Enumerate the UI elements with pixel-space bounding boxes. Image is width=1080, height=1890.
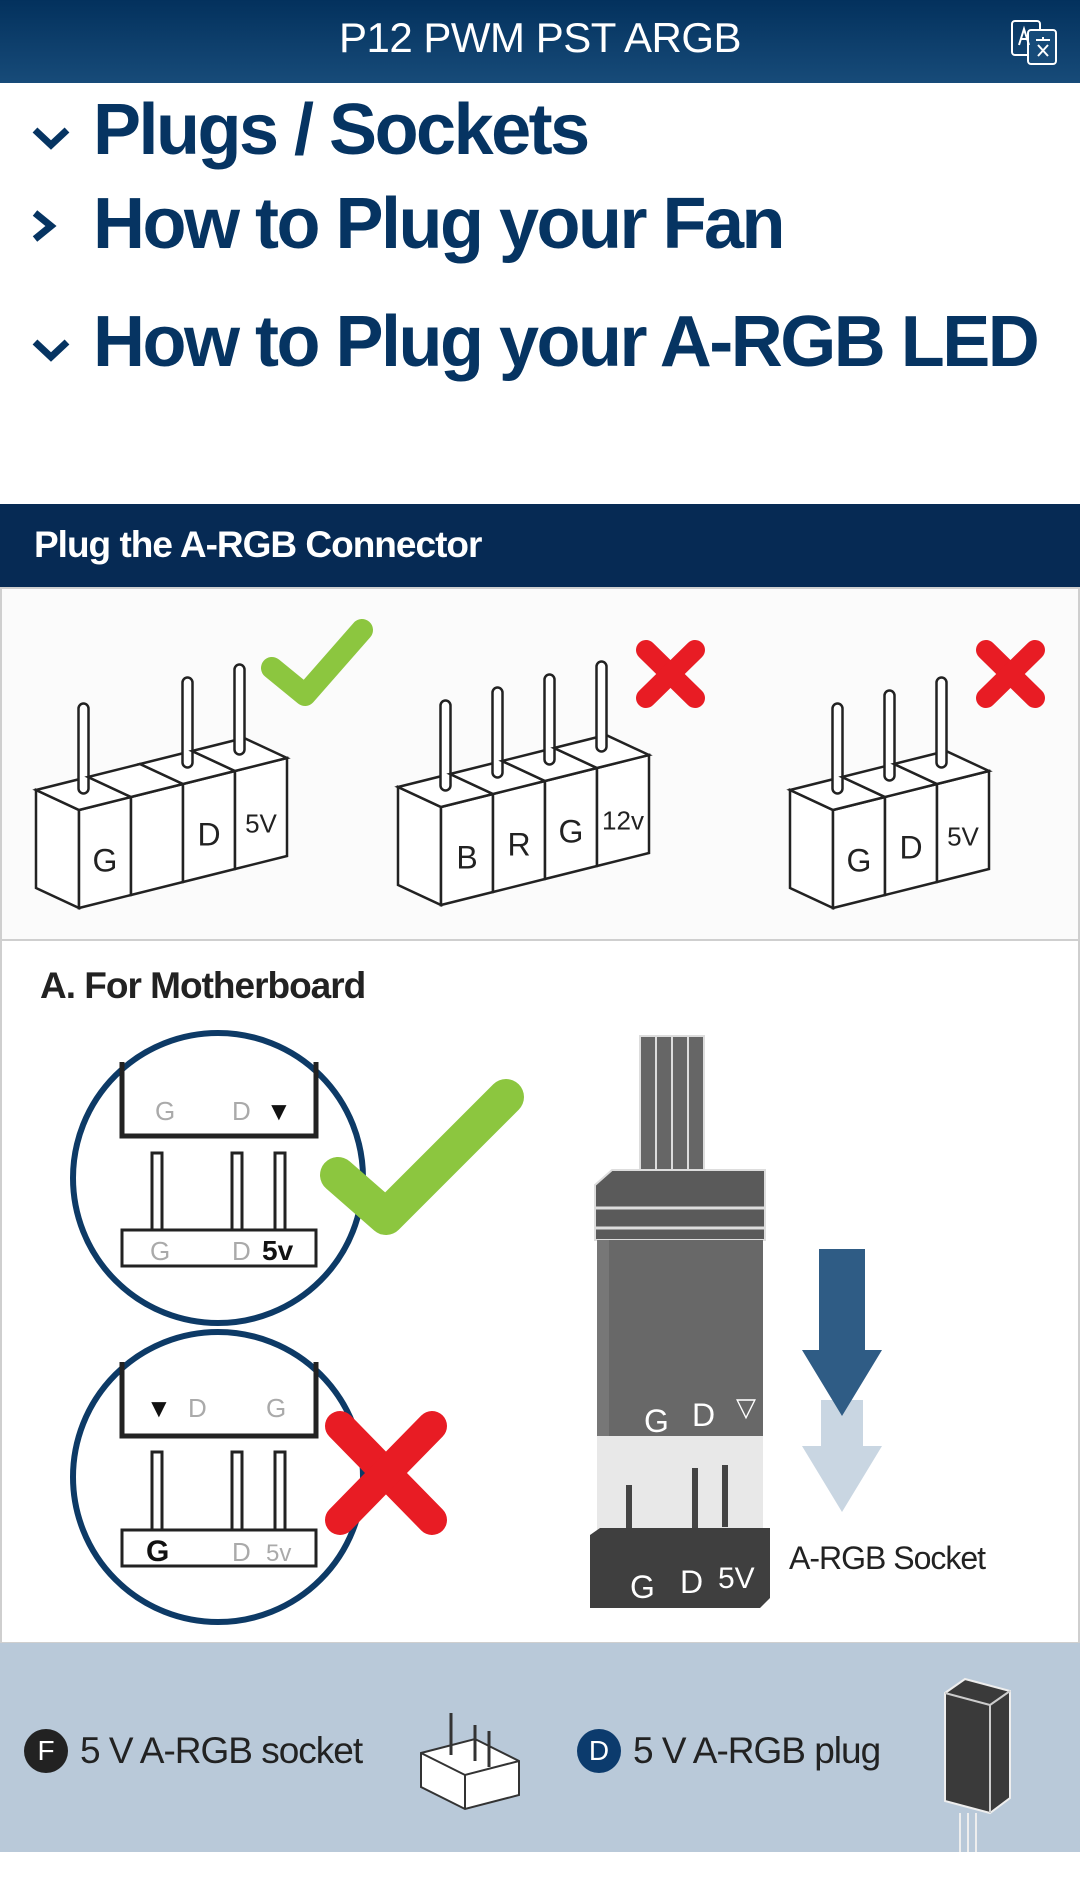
pin [181, 676, 194, 769]
pin-label: R [507, 827, 530, 863]
pin [233, 663, 246, 756]
cross-icon [636, 640, 705, 708]
section-title: How to Plug your Fan [93, 184, 785, 264]
pin-label: 12v [602, 806, 644, 836]
section-title: How to Plug your A-RGB LED [93, 302, 1040, 382]
pin [831, 702, 844, 795]
pin [935, 676, 948, 769]
pin-label: D [197, 817, 220, 853]
socket-caption: A-RGB Socket [789, 1540, 986, 1576]
pin-label: 5V [947, 822, 979, 852]
socket-icon [420, 1713, 520, 1811]
motherboard-title: A. For Motherboard [40, 965, 365, 1006]
cross-icon [325, 1411, 447, 1535]
figure-banner-title: Plug the A-RGB Connector [34, 524, 482, 565]
chevron-down-icon [32, 127, 70, 150]
pin [543, 673, 556, 766]
pin-label: G [559, 814, 584, 850]
wrong-orientation: ▼ D G G D 5v [70, 1329, 447, 1625]
pin [439, 699, 452, 792]
plug-pin-label: G [266, 1393, 286, 1423]
translate-icon[interactable] [1010, 18, 1058, 66]
pin [595, 660, 608, 753]
cross-icon [976, 640, 1045, 708]
check-icon [261, 619, 373, 706]
plug-label: G [644, 1403, 669, 1439]
plug-pin-label: ▼ [266, 1096, 292, 1126]
socket-pin-label: G [146, 1535, 169, 1568]
chevron-down-icon [32, 339, 70, 362]
pin [883, 689, 896, 782]
correct-orientation: G D ▼ G D 5v [70, 1030, 524, 1326]
plug-icon [944, 1677, 1011, 1852]
pin-label: 5V [245, 809, 277, 839]
legend-plug-label: 5 V A-RGB plug [633, 1730, 881, 1771]
chevron-right-icon [32, 210, 57, 242]
pin-header-correct: G D 5V [32, 663, 291, 910]
section-how-to-plug-fan[interactable]: How to Plug your Fan [0, 182, 1080, 266]
badge-f: F [24, 1729, 68, 1773]
section-plugs-sockets[interactable]: Plugs / Sockets [0, 88, 1080, 172]
page-title: P12 PWM PST ARGB [338, 14, 742, 61]
plug-label: ▽ [736, 1392, 756, 1422]
argb-plug-illustration: G D ▽ G D 5V A-RGB Socket [590, 1035, 987, 1608]
pin-label: D [899, 830, 922, 866]
legend-socket-label: 5 V A-RGB socket [80, 1730, 363, 1771]
socket-pin-label: D [232, 1537, 251, 1567]
plug-pin-label: D [188, 1393, 207, 1423]
socket-pin-label: 5v [262, 1235, 294, 1266]
socket-pin-label: 5v [266, 1540, 291, 1567]
pin-label: G [93, 843, 118, 879]
pin [491, 686, 504, 779]
figure-banner: Plug the A-RGB Connector [0, 504, 1080, 587]
legend-band: F 5 V A-RGB socket D 5 V A-RGB plug [0, 1643, 1080, 1852]
pin-label: G [847, 843, 872, 879]
socket-label: 5V [718, 1562, 755, 1595]
plug-pin-label: ▼ [146, 1393, 172, 1423]
badge-d: D [577, 1729, 621, 1773]
arrow-down-icon [802, 1249, 882, 1512]
socket-pin-label: G [150, 1236, 170, 1266]
section-title: Plugs / Sockets [93, 90, 590, 170]
check-icon [320, 1079, 524, 1235]
plug-label: D [692, 1397, 715, 1433]
pin [77, 702, 90, 795]
app-header: P12 PWM PST ARGB [0, 0, 1080, 83]
section-how-to-plug-argb[interactable]: How to Plug your A-RGB LED [0, 300, 1080, 384]
socket-label: G [630, 1569, 655, 1605]
pin-block [129, 782, 185, 897]
socket-label: D [680, 1564, 703, 1600]
socket-pin-label: D [232, 1236, 251, 1266]
plug-pin-label: G [155, 1096, 175, 1126]
plug-pin-label: D [232, 1096, 251, 1126]
pin-label: B [456, 840, 477, 876]
